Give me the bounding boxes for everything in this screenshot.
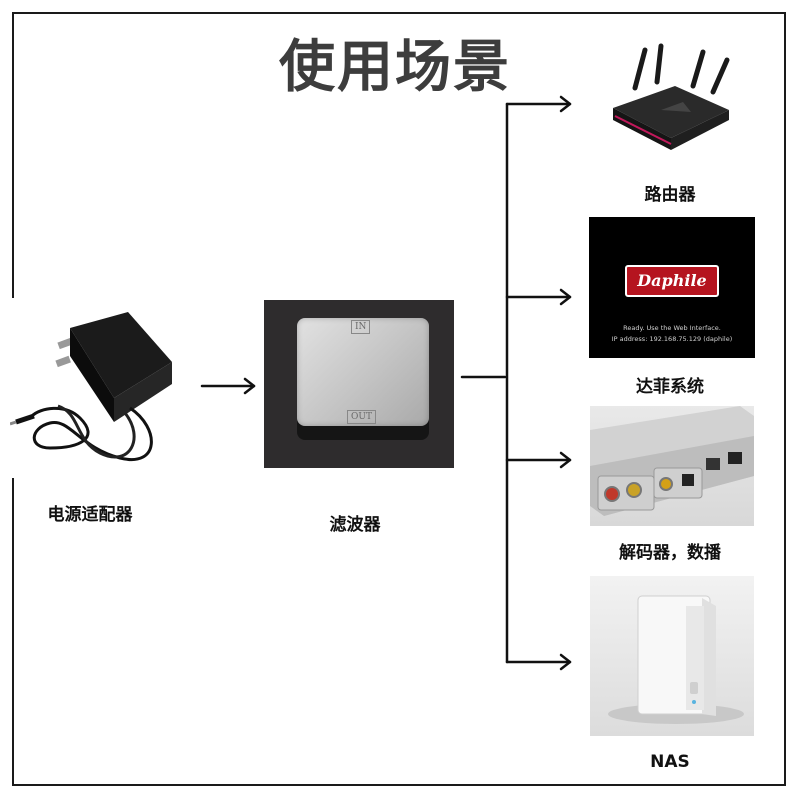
arrowhead-nas: [559, 653, 572, 671]
router-label: 路由器: [644, 185, 696, 205]
arrowhead-daphile: [559, 288, 572, 306]
router-image: [605, 40, 735, 160]
arrowhead-router: [559, 95, 572, 113]
daphile-label: 达菲系统: [636, 377, 704, 397]
nas-label: NAS: [650, 752, 690, 772]
page-title: 使用场景: [279, 35, 511, 100]
filter-top-plate: IN OUT: [297, 318, 429, 426]
daphile-status-1: Ready. Use the Web Interface.: [623, 324, 721, 332]
filter-image: IN OUT: [264, 300, 454, 468]
dac-label: 解码器，数播: [619, 543, 721, 563]
nas-image: [590, 576, 754, 736]
daphile-logo: Daphile: [625, 265, 719, 297]
arrowhead-filter: [243, 377, 256, 395]
daphile-status-2: IP address: 192.168.75.129 (daphile): [611, 335, 733, 343]
daphile-screen-image: Daphile Ready. Use the Web Interface. IP…: [589, 217, 755, 358]
filter-out-tag: OUT: [347, 410, 376, 424]
filter-label: 滤波器: [329, 515, 381, 535]
arrowhead-dac: [559, 451, 572, 469]
power-adapter-label: 电源适配器: [47, 505, 133, 525]
dac-image: [590, 406, 754, 526]
power-adapter-image: [10, 298, 190, 478]
filter-in-tag: IN: [351, 320, 371, 334]
